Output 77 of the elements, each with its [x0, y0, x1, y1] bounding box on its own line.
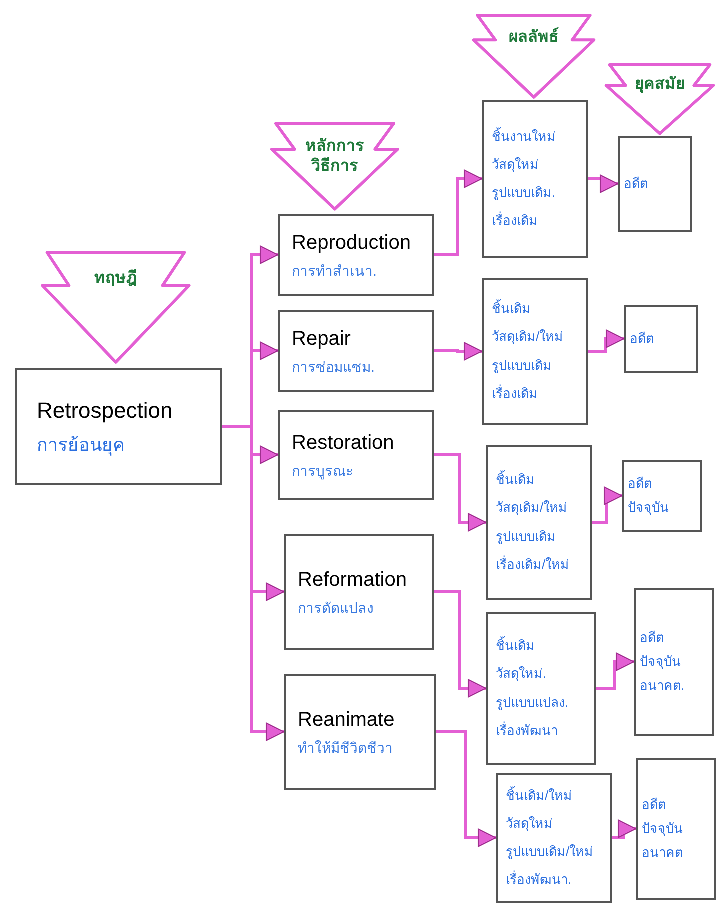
arrow — [612, 820, 637, 840]
result-line: ชิ้นเดิม/ใหม่ — [506, 788, 574, 804]
result-line: เรื่องเดิม/ใหม่ — [496, 556, 571, 573]
arrow — [434, 170, 483, 256]
banner-label: หลักการวิธีการ — [304, 136, 366, 177]
result-line: วัสดุเดิม/ใหม่ — [492, 329, 565, 346]
box-title: Restoration — [292, 431, 396, 456]
result-box — [486, 445, 592, 600]
result-box — [496, 773, 612, 903]
result-line: วัสดุใหม่. — [496, 666, 548, 682]
result-line: เรื่องเดิม — [492, 213, 539, 230]
result-line: เรื่องพัฒนา — [496, 722, 559, 739]
result-box — [486, 612, 596, 765]
era-line: ปัจจุบัน — [642, 820, 684, 838]
box-title: Repair — [292, 327, 352, 352]
result-line: รูปแบบเดิม. — [492, 185, 557, 202]
result-line: รูปแบบแปลง. — [496, 694, 570, 711]
box-subtitle: การทำสำเนา. — [292, 262, 378, 281]
arrow — [436, 730, 497, 848]
result-line: ชิ้นเดิม — [492, 301, 532, 318]
result-line: ชิ้นเดิม — [496, 472, 536, 488]
box-subtitle: ทำให้มีชีวิตชีวา — [298, 739, 394, 758]
down-arrow-banner — [38, 248, 194, 366]
result-line: ชิ้นเดิม — [496, 638, 536, 654]
era-box — [622, 460, 702, 532]
box-subtitle: การซ่อมแซม. — [292, 358, 376, 377]
box-title: Retrospection — [37, 397, 174, 425]
result-line: รูปแบบเดิม — [492, 358, 553, 374]
banner-label: ยุคสมัย — [635, 75, 685, 96]
banner-label: ทฤษฎี — [94, 269, 138, 290]
result-box — [482, 100, 588, 258]
era-line: อนาคต — [642, 845, 684, 862]
process-box — [278, 310, 434, 392]
arrow — [596, 652, 635, 690]
result-line: วัสดุเดิม/ใหม่ — [496, 500, 569, 516]
arrow — [434, 590, 487, 698]
box-title: Reproduction — [292, 231, 412, 256]
era-line: อดีต — [640, 630, 665, 646]
result-line: เรื่องเดิม — [492, 386, 539, 402]
box-subtitle: การย้อนยุค — [37, 434, 126, 458]
process-box — [15, 368, 222, 485]
era-line: อดีต — [630, 330, 655, 348]
era-line: อดีต — [628, 476, 653, 492]
down-arrow-banner — [603, 62, 717, 136]
era-box — [636, 758, 716, 900]
result-line: รูปแบบเดิม/ใหม่ — [506, 844, 595, 860]
box-subtitle: การดัดแปลง — [298, 599, 375, 618]
era-box — [618, 136, 692, 232]
process-box — [278, 214, 434, 296]
arrow — [588, 330, 625, 353]
box-subtitle: การบูรณะ — [292, 462, 355, 481]
down-arrow-banner — [268, 120, 402, 212]
era-line: ปัจจุบัน — [628, 500, 670, 516]
arrow — [434, 454, 487, 532]
process-box — [278, 410, 434, 500]
box-title: Reanimate — [298, 708, 396, 733]
era-line: อนาคต. — [640, 678, 686, 694]
result-line: ชิ้นงานใหม่ — [492, 128, 557, 145]
result-line: วัสดุใหม่ — [506, 816, 554, 832]
arrow — [592, 486, 623, 524]
process-box — [284, 534, 434, 650]
era-line: อดีต — [624, 176, 649, 192]
result-line: วัสดุใหม่ — [492, 156, 540, 173]
result-line: เรื่องพัฒนา. — [506, 872, 573, 888]
down-arrow-banner — [470, 12, 598, 100]
era-box — [634, 588, 714, 736]
arrow — [588, 174, 619, 194]
era-box — [624, 305, 698, 373]
arrow — [222, 425, 285, 742]
arrow — [434, 342, 483, 361]
result-line: รูปแบบเดิม — [496, 528, 557, 545]
era-line: อดีต — [642, 796, 667, 813]
box-title: Reformation — [298, 568, 408, 593]
era-line: ปัจจุบัน — [640, 654, 682, 670]
process-box — [284, 674, 436, 790]
result-box — [482, 278, 588, 425]
banner-label: ผลลัพธ์ — [509, 28, 559, 48]
